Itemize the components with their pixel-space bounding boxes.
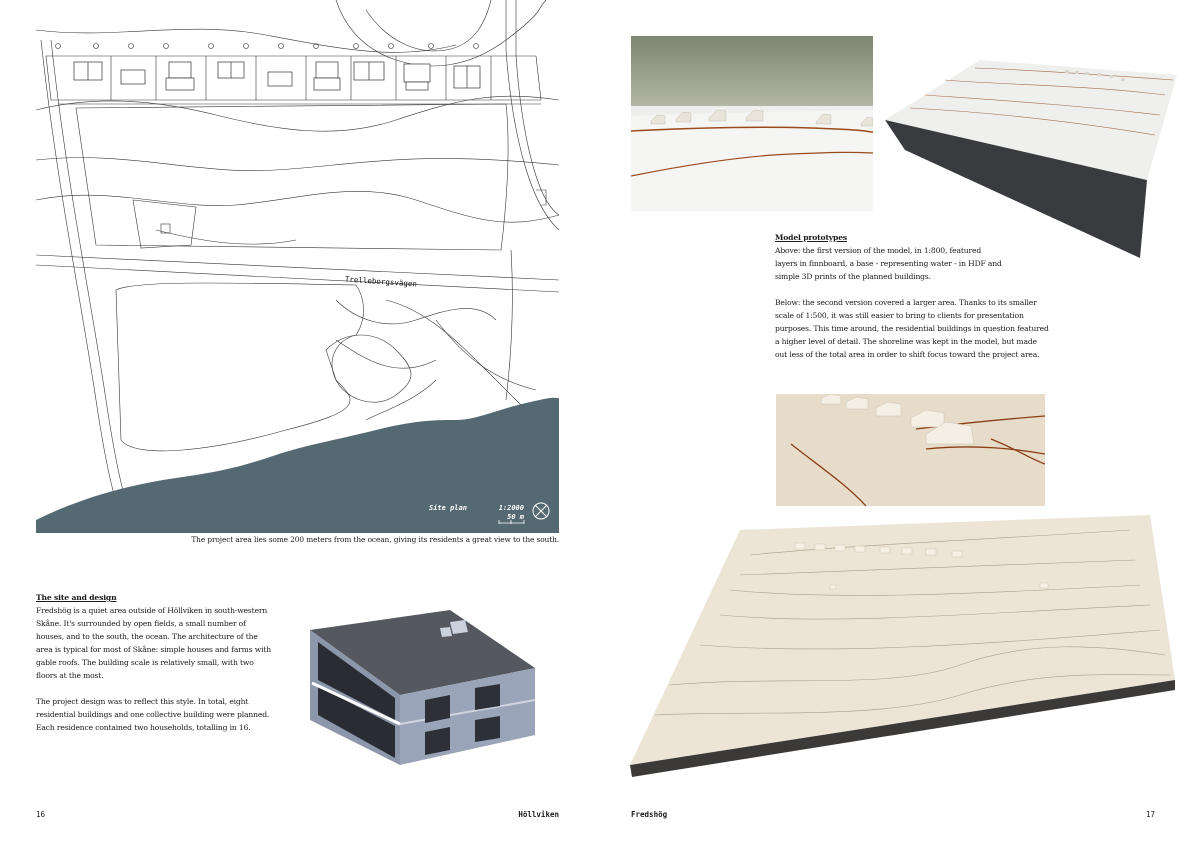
scale-bar xyxy=(498,520,525,524)
legend-scale: 1:2000 xyxy=(499,504,524,512)
building-axonometric-illustration xyxy=(310,610,536,765)
running-header-right: Fredshög xyxy=(631,810,668,819)
model-photo-closeup xyxy=(631,36,873,211)
running-header-left: Höllviken xyxy=(518,810,559,819)
site-plan-drawing: Trelleborgsvägen Site plan 1:2000 50 m xyxy=(36,0,559,533)
model-paragraph-1: Above: the first version of the model, i… xyxy=(775,246,1002,281)
model-prototypes-heading: Model prototypes xyxy=(775,233,848,242)
second-model-closeup xyxy=(776,394,1045,506)
scale-bar-label: 50 m xyxy=(507,513,525,521)
page-number-right: 17 xyxy=(1145,810,1155,819)
page-number-left: 16 xyxy=(36,810,46,819)
north-arrow-icon xyxy=(532,502,550,520)
second-model-overview xyxy=(630,515,1175,777)
site-design-heading: The site and design xyxy=(36,593,117,602)
model-paragraph-2: Below: the second version covered a larg… xyxy=(775,298,1049,359)
ocean xyxy=(36,397,559,533)
site-design-section: The site and design Fredshög is a quiet … xyxy=(36,591,276,734)
site-design-paragraph-1: Fredshög is a quiet area outside of Höll… xyxy=(36,606,272,680)
site-design-paragraph-2: The project design was to reflect this s… xyxy=(36,697,270,732)
model-prototypes-section: Model prototypes Above: the first versio… xyxy=(775,231,1075,361)
site-plan-caption: The project area lies some 200 meters fr… xyxy=(191,535,559,544)
legend-title: Site plan xyxy=(429,504,467,512)
first-model-overview xyxy=(885,60,1177,258)
